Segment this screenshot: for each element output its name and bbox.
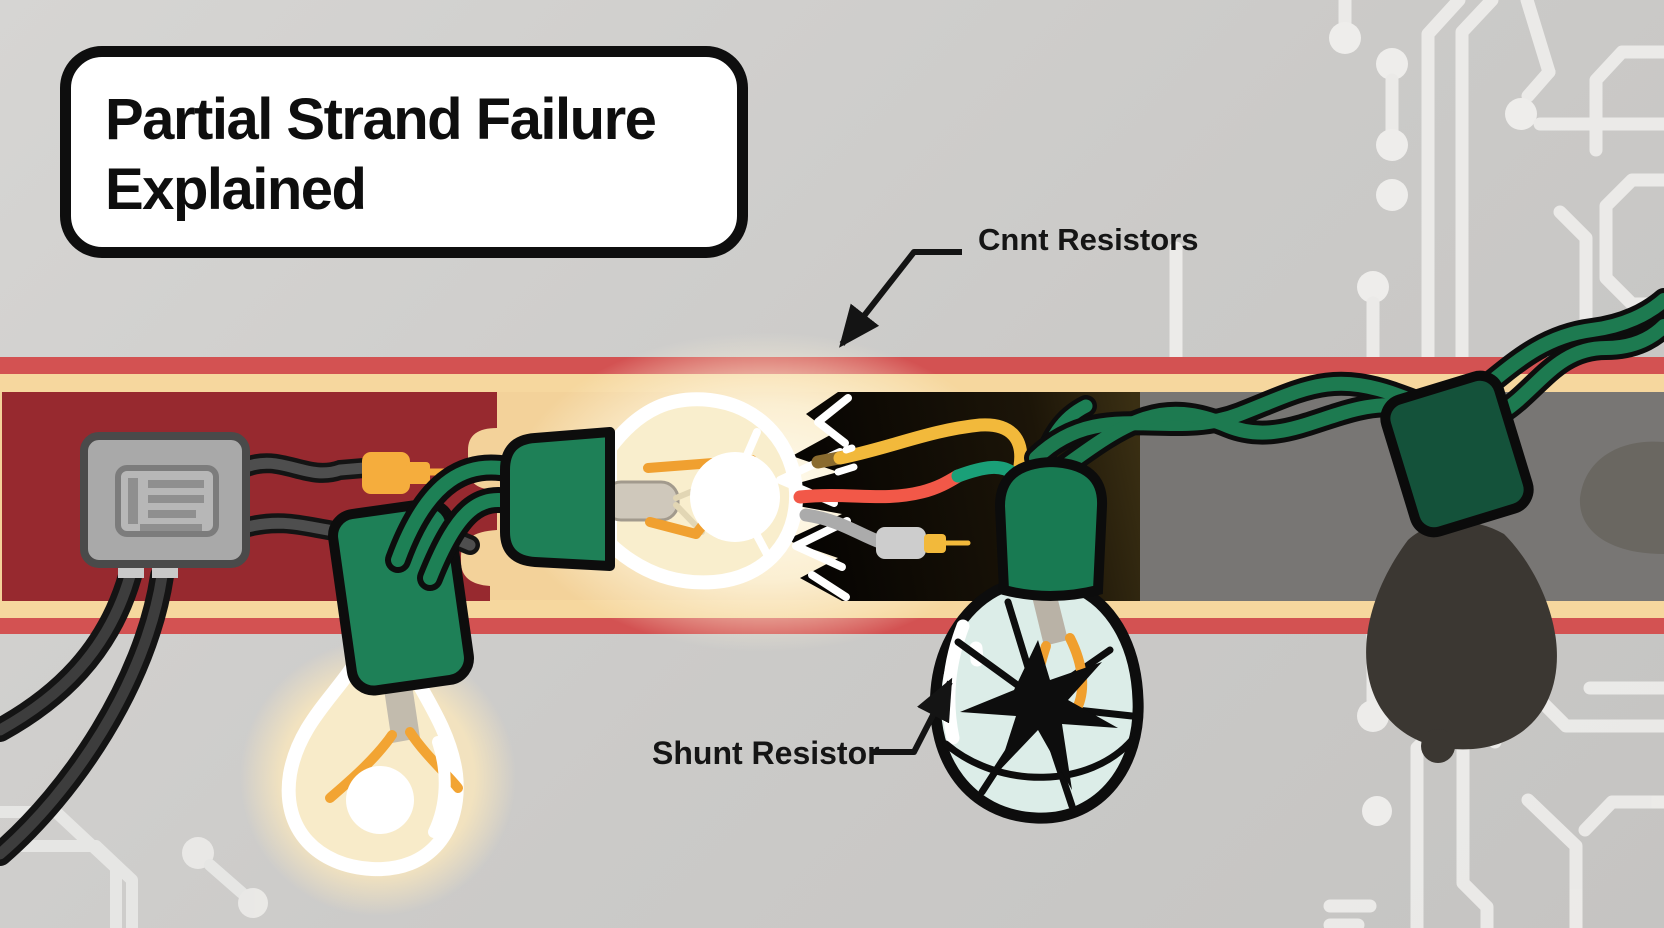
- sideways-bulb-stem: [602, 480, 680, 522]
- inline-fuse: [362, 452, 459, 494]
- controller-box: [80, 432, 250, 578]
- broken-bulb-hole: [960, 640, 1118, 790]
- socket-burnt-bulb: [1380, 370, 1534, 538]
- contact-hotspot: [690, 452, 780, 542]
- socket-broken-bulb: [994, 456, 1108, 601]
- label-current-resistors: Cnnt Resistors: [978, 222, 1199, 257]
- hanging-bulb-hotspot: [346, 766, 414, 834]
- wire-red: [793, 469, 965, 504]
- wire-gray-connector: [876, 527, 926, 559]
- wire-gray: [799, 508, 887, 549]
- title-line-1: Partial Strand Failure: [105, 87, 657, 152]
- socket-sideways: [500, 427, 615, 571]
- burnt-section-wires: [793, 418, 1028, 559]
- circuit-traces-top-right: [1169, 0, 1664, 364]
- broken-bulb: [929, 456, 1144, 824]
- title-card: Partial Strand Failure Explained: [60, 46, 748, 258]
- hanging-bulb-highlight: [428, 736, 451, 838]
- green-arc-wires: [385, 454, 527, 591]
- controller-wires-bottom: [0, 564, 174, 866]
- label-shunt-resistor: Shunt Resistor: [652, 735, 880, 771]
- title-line-2: Explained: [105, 156, 367, 222]
- burnt-bulb-glass: [1366, 521, 1557, 750]
- wire-yellow: [833, 418, 1028, 473]
- hanging-bulb-filament: [325, 727, 463, 803]
- arrow-current-resistors: [839, 249, 962, 348]
- burnt-out-bulb: [1366, 370, 1557, 763]
- callout-arrows: [839, 249, 962, 755]
- arrow-shunt-resistor: [870, 677, 953, 755]
- dead-section-shadow-blob: [1579, 441, 1664, 554]
- wire-gray-connector-tip: [924, 534, 946, 553]
